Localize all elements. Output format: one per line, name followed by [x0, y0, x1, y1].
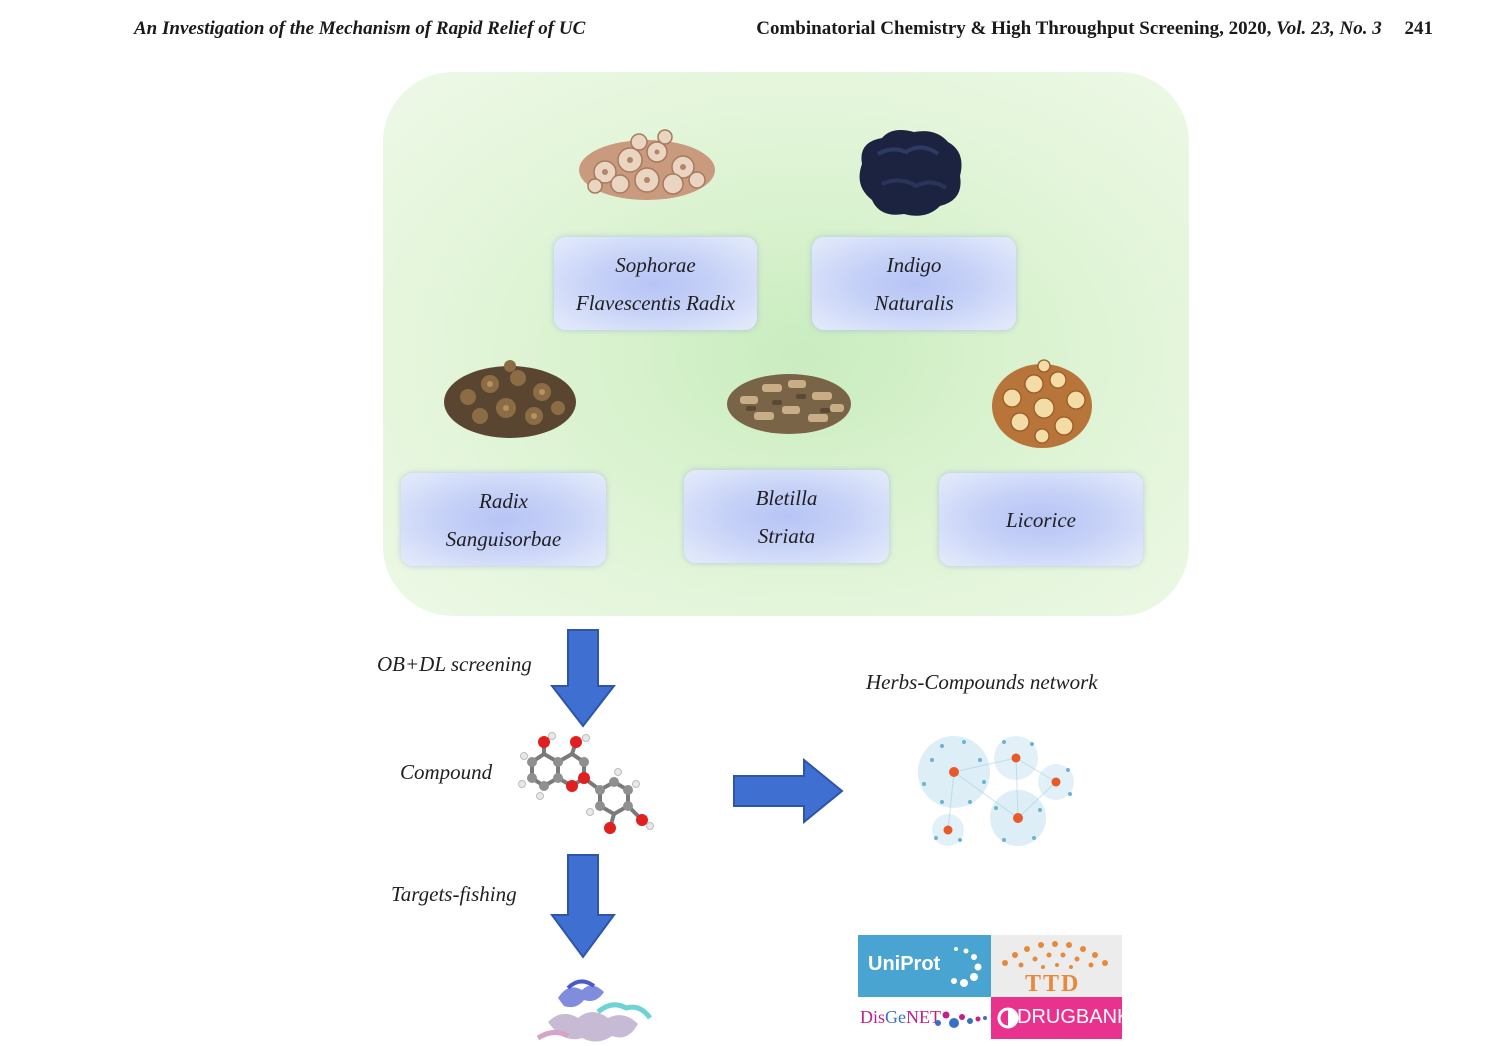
database-logos: UniProt TTD DisGeNET [858, 935, 1122, 1039]
ttd-logo: TTD [991, 935, 1122, 997]
sanguisorbae-herb-image [444, 360, 576, 438]
disgenet-text-ge: Ge [885, 1007, 907, 1027]
herb-box-sophorae: Sophorae Flavescentis Radix [554, 237, 757, 330]
herb-box-bletilla: Bletilla Striata [684, 470, 889, 563]
disgenet-logo-text: DisGeNET [860, 1007, 941, 1028]
herb-label: Striata [757, 523, 816, 548]
disgenet-logo: DisGeNET [858, 997, 991, 1039]
herb-label: Indigo [886, 252, 942, 277]
network-label: Herbs-Compounds network [866, 670, 1098, 694]
herb-box-indigo: Indigo Naturalis [812, 237, 1016, 330]
herb-label: Sophorae [615, 252, 696, 277]
herb-box-sanguisorbae: Radix Sanguisorbae [401, 473, 606, 566]
right-arrow-icon [733, 758, 844, 824]
page-number: 241 [1404, 18, 1434, 39]
uniprot-logo: UniProt [858, 935, 991, 997]
herb-label: Licorice [1006, 507, 1076, 532]
compound-label: Compound [400, 760, 493, 784]
compound-molecule-image [518, 732, 654, 834]
herb-label: Bletilla [755, 485, 818, 510]
targets-fishing-label: Targets-fishing [391, 882, 517, 906]
drugbank-logo: DRUGBANK [991, 997, 1122, 1039]
journal-name: Combinatorial Chemistry & High Throughpu… [756, 18, 1224, 39]
herb-label: Flavescentis Radix [575, 290, 736, 315]
running-head-right: Combinatorial Chemistry & High Throughpu… [756, 18, 1433, 40]
drugbank-logo-text: DRUGBANK [1017, 1006, 1122, 1028]
ttd-dots-icon [1002, 941, 1108, 969]
disgenet-dots-icon [935, 1011, 987, 1028]
down-arrow-icon [550, 629, 616, 728]
herb-label: Naturalis [874, 290, 954, 315]
drugbank-pill-icon [997, 1007, 1019, 1029]
uniprot-dots-icon [951, 947, 982, 987]
indigo-herb-image [859, 130, 962, 216]
ttd-logo-text: TTD [1025, 971, 1081, 997]
ob-dl-screening-label: OB+DL screening [377, 652, 532, 676]
journal-year: 2020, [1228, 18, 1272, 39]
disgenet-text-dis: Dis [860, 1007, 886, 1027]
network-image [918, 736, 1074, 846]
sophorae-herb-image [579, 129, 715, 200]
protein-structure-image [536, 979, 653, 1042]
licorice-herb-image [992, 359, 1092, 448]
herb-label: Radix [479, 488, 528, 513]
bletilla-herb-image [727, 374, 851, 434]
disgenet-text-net: NET [906, 1007, 942, 1027]
journal-volume: Vol. 23, No. 3 [1276, 18, 1382, 39]
herb-label: Sanguisorbae [445, 526, 562, 551]
running-head-left: An Investigation of the Mechanism of Rap… [134, 18, 586, 39]
down-arrow-icon [550, 854, 616, 959]
uniprot-logo-text: UniProt [868, 953, 941, 975]
herb-box-licorice: Licorice [939, 473, 1143, 566]
